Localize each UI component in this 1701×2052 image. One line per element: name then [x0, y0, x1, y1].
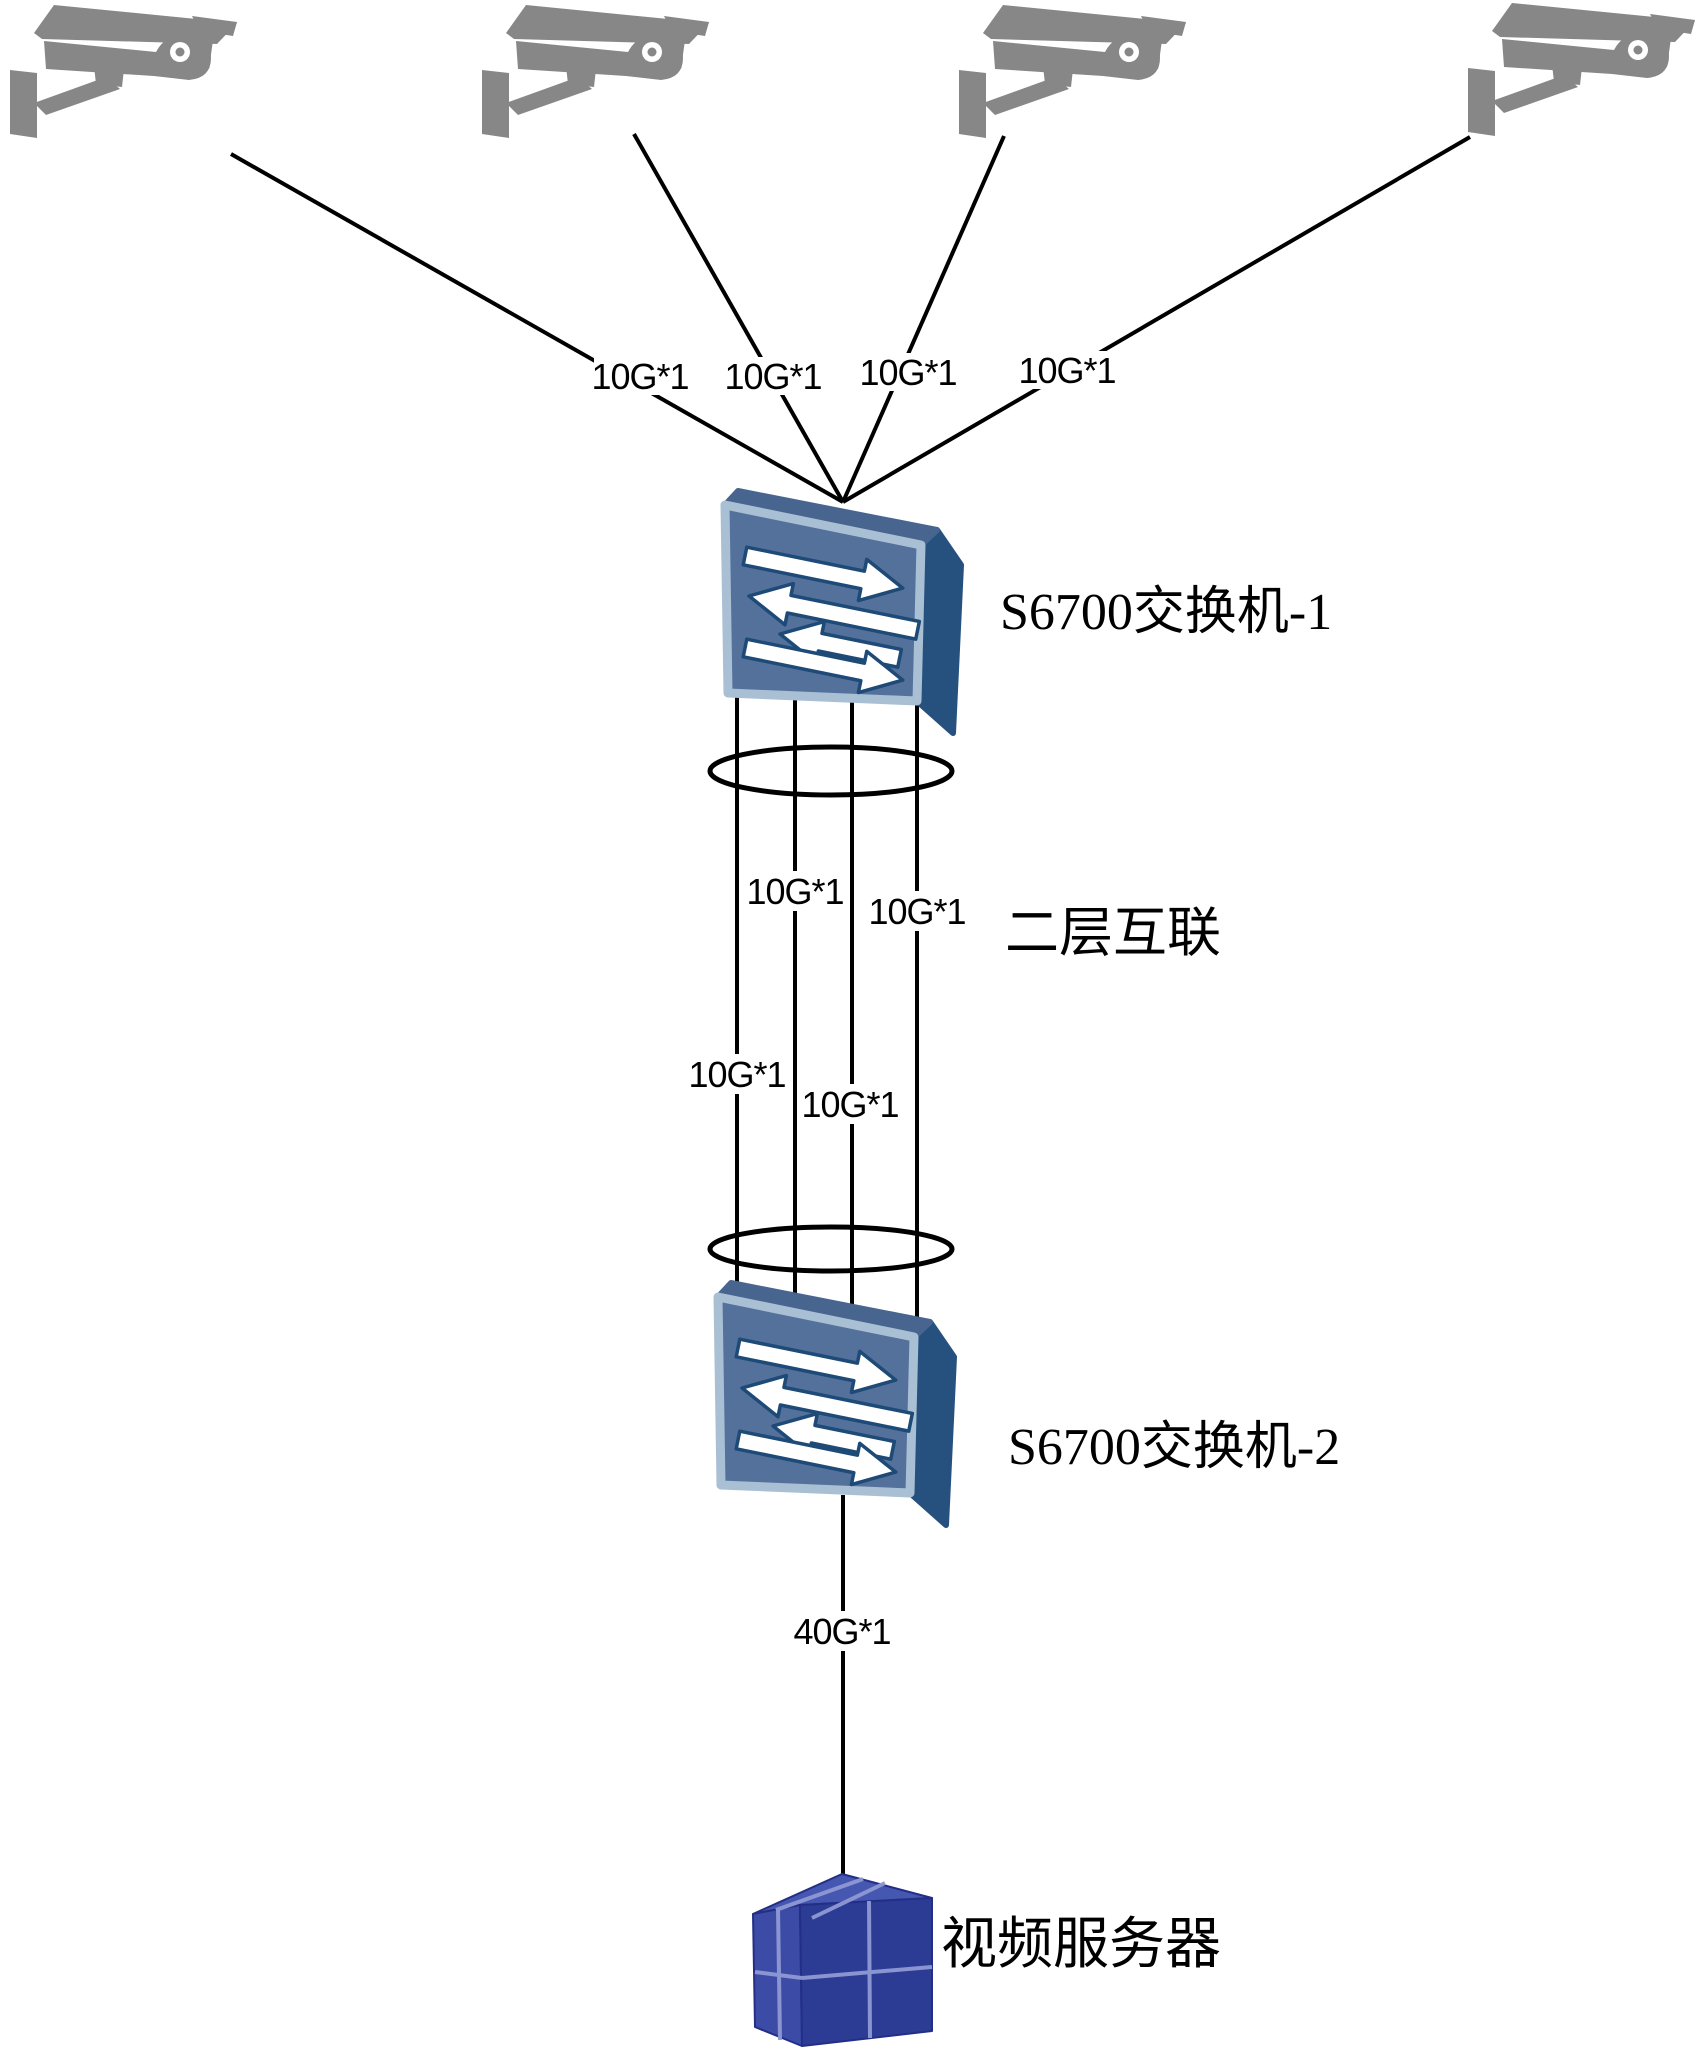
label-mask [727, 357, 819, 395]
access-link-label-1: 10G*1 [591, 356, 688, 397]
camera-link-line-3 [841, 135, 1006, 503]
access-link-label-4: 10G*1 [1018, 350, 1115, 391]
server-label: 视频服务器 [941, 1914, 1221, 1976]
cctv-camera-icon [959, 5, 1186, 138]
access-link-label-2: 10G*1 [724, 356, 821, 397]
trunk-link-label-1: 10G*1 [746, 871, 843, 912]
ethernet-switch-icon-1 [725, 491, 961, 733]
label-mask [689, 1054, 785, 1094]
server-cube-icon [751, 1872, 934, 2048]
lag-ellipse-top [707, 744, 955, 798]
label-mask [1021, 351, 1113, 389]
label-mask [869, 891, 965, 931]
trunk-link-label-4: 10G*1 [801, 1084, 898, 1125]
label-mask [794, 1611, 890, 1651]
label-mask [747, 871, 843, 911]
cctv-camera-icon [482, 5, 709, 138]
camera-link-line-4 [841, 135, 1472, 504]
lag-ellipse-bottom [707, 1224, 955, 1274]
access-link-label-3: 10G*1 [859, 352, 956, 393]
label-masks [594, 351, 1113, 1651]
switch-1-label: S6700交换机-1 [1000, 584, 1332, 641]
camera-link-line-2 [632, 133, 845, 503]
cctv-camera-icon [10, 5, 237, 138]
trunk-title: 二层互联 [1005, 903, 1221, 963]
label-mask [594, 357, 686, 395]
label-mask [802, 1084, 898, 1124]
cctv-camera-icon [1468, 3, 1695, 136]
trunk-link-label-3: 10G*1 [688, 1054, 785, 1095]
switch-2-label: S6700交换机-2 [1008, 1419, 1340, 1476]
label-mask [862, 353, 954, 391]
ethernet-switch-icon-2 [718, 1283, 954, 1525]
trunk-link-label-2: 10G*1 [868, 891, 965, 932]
camera-link-line-1 [230, 152, 844, 504]
link-lines [230, 133, 1472, 1878]
server-link-label: 40G*1 [793, 1611, 890, 1652]
